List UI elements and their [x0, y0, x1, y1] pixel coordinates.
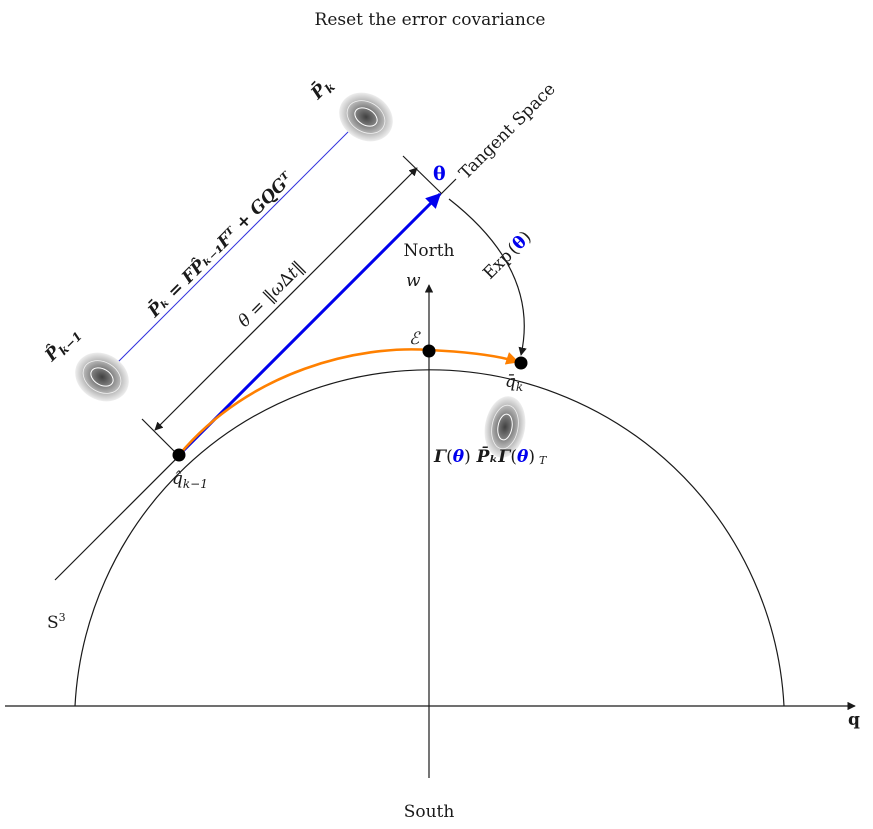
tangent-space-label: Tangent Space	[455, 79, 559, 183]
theta-norm-label: θ = ‖ω∆t‖	[234, 257, 308, 331]
covariance-ellipse-prev	[75, 352, 129, 402]
tick-top	[402, 155, 442, 194]
identity-label: ℰ	[409, 329, 421, 349]
theta-vector-label: θ	[433, 163, 446, 185]
unit-sphere-arc	[74, 369, 785, 707]
diagram-title: Reset the error covariance	[315, 10, 546, 30]
w-axis-label: w	[406, 271, 421, 291]
p-prev-label: P̂k−1	[41, 323, 85, 367]
point-q-prev	[172, 448, 186, 462]
theta-norm-arrow	[154, 167, 418, 431]
theta-vector	[177, 192, 442, 457]
exp-map-arrow	[448, 198, 527, 356]
tick-bottom	[141, 418, 179, 456]
north-label: North	[403, 241, 454, 261]
q-curr-label: q̄k	[505, 372, 523, 394]
covariance-ellipse-reset	[484, 396, 526, 458]
point-identity	[422, 344, 436, 358]
q-prev-label: q̂k−1	[172, 469, 208, 491]
s3-label: S3	[47, 611, 66, 633]
reset-covariance-label: Γ(θ) P̄ₖΓ(θ)T	[433, 446, 548, 467]
covariance-ellipse-bar	[339, 92, 393, 142]
geodesic-arc	[178, 348, 520, 456]
p-bar-label: P̄k	[306, 74, 338, 106]
south-label: South	[404, 802, 455, 822]
point-q-curr	[514, 356, 528, 370]
q-axis-label: q	[848, 710, 860, 730]
propagation-arrow	[99, 113, 367, 381]
